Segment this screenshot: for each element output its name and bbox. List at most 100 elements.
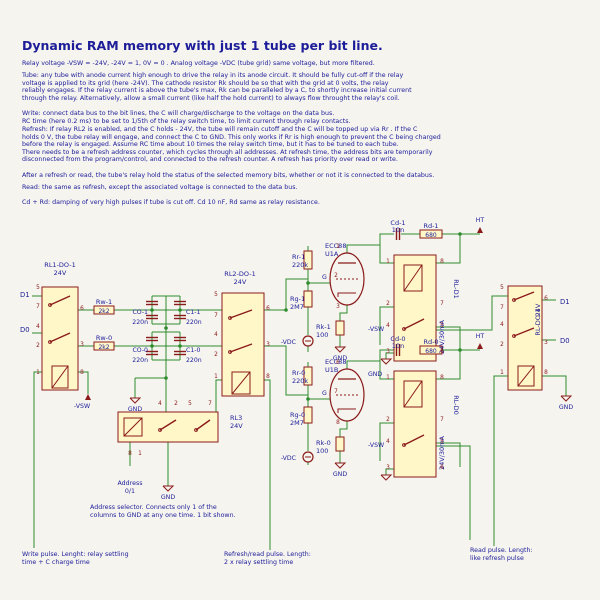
grid-label: G bbox=[322, 274, 327, 281]
relay-ref: RL-D1 bbox=[452, 279, 460, 299]
vsw-label: -VSW bbox=[74, 403, 90, 410]
component-ref: Rr-0 bbox=[292, 369, 305, 377]
grid-label: G bbox=[322, 390, 327, 397]
pin-number: 5 bbox=[440, 323, 444, 329]
pin-number: 7 bbox=[208, 401, 212, 407]
relay-value: 24V/30mA bbox=[438, 319, 446, 354]
pin-number: 8 bbox=[80, 370, 84, 376]
paragraph-line: through the relay. Alternatively, allow … bbox=[22, 94, 400, 102]
component-value: 100 bbox=[316, 447, 328, 455]
component-ref: C1-0 bbox=[186, 347, 200, 354]
paragraph-line: holds 0 V, the tube relay will engage, a… bbox=[22, 133, 441, 141]
component-value: 220k bbox=[292, 261, 308, 269]
tube-envelope bbox=[329, 252, 365, 306]
component-value: 100 bbox=[316, 331, 328, 339]
tube-cathode bbox=[337, 408, 356, 413]
relay-value: 24V bbox=[54, 269, 67, 277]
relay-contact bbox=[403, 318, 425, 330]
relay-value: 24V bbox=[230, 422, 243, 430]
pin-number: 1 bbox=[386, 375, 390, 381]
bus-label-d0: D0 bbox=[20, 326, 30, 334]
relay-ref: RL-DO-1 bbox=[534, 308, 542, 335]
component-value: 680 bbox=[425, 348, 437, 355]
paragraph-line: There needs to be a refresh address coun… bbox=[22, 148, 433, 156]
address-note: columns to GND at any one time. 1 bit sh… bbox=[90, 512, 236, 519]
pin-number: 7 bbox=[440, 417, 444, 423]
resistor bbox=[419, 345, 443, 355]
wire bbox=[264, 345, 308, 396]
pin-number: 6 bbox=[336, 360, 340, 366]
vdc-label: -VDC bbox=[281, 339, 296, 346]
read-note: Read pulse. Length: bbox=[470, 547, 533, 554]
wire bbox=[379, 233, 394, 245]
component-ref: Rg-0 bbox=[290, 411, 305, 419]
contact-pin bbox=[194, 428, 198, 432]
relay-ref: RL1-DO-1 bbox=[44, 261, 75, 269]
component-ref: Cd-0 bbox=[390, 335, 405, 343]
relay-coil bbox=[51, 365, 69, 389]
resistor bbox=[93, 305, 115, 315]
component-ref: CO-0 bbox=[132, 347, 148, 354]
wire bbox=[436, 442, 461, 467]
relay-coil-mark bbox=[517, 365, 535, 387]
ground-symbol bbox=[334, 462, 347, 469]
ground-symbol bbox=[560, 395, 573, 402]
pin-number: 8 bbox=[336, 420, 340, 426]
relay-coil bbox=[231, 371, 251, 395]
relay-contact bbox=[195, 419, 211, 431]
pin-number: 4 bbox=[214, 332, 218, 338]
refresh-note: Refresh/read pulse. Length: bbox=[224, 551, 311, 558]
junction-dot bbox=[306, 281, 310, 285]
pin-number: 6 bbox=[266, 306, 270, 312]
tube-cathode bbox=[337, 292, 356, 297]
wire bbox=[339, 421, 348, 437]
vsw-label: -VSW bbox=[368, 442, 384, 449]
ground-symbol bbox=[129, 397, 142, 404]
relay-contact bbox=[229, 309, 253, 319]
component-value: 220n bbox=[132, 319, 148, 326]
contact-pin bbox=[228, 316, 232, 320]
pin-number: 3 bbox=[266, 342, 270, 348]
contact-pin bbox=[228, 350, 232, 354]
pin-number: 7 bbox=[36, 304, 40, 310]
component-value: 10n bbox=[392, 342, 404, 350]
paragraph-line: reliably engages. If the relay current i… bbox=[22, 87, 412, 95]
power-arrow bbox=[477, 227, 483, 233]
pin-number: 7 bbox=[214, 313, 218, 319]
write-note: time + C charge time bbox=[22, 559, 90, 566]
ground-symbol bbox=[380, 474, 393, 481]
address-label: 0/1 bbox=[125, 488, 135, 495]
pin-number: 1 bbox=[36, 370, 40, 376]
paragraph-line: Cd + Rd: damping of very high pulses if … bbox=[22, 199, 320, 206]
component-ref: CO-1 bbox=[132, 309, 148, 316]
wire bbox=[385, 468, 394, 475]
tube-ref: U1B bbox=[325, 366, 338, 374]
relay-coil bbox=[403, 380, 423, 408]
pin-number: 1 bbox=[336, 244, 340, 250]
component-ref: Rr-1 bbox=[292, 253, 305, 261]
component-value: 2M7 bbox=[290, 303, 304, 311]
pin-number: 7 bbox=[500, 305, 504, 311]
relay-coil bbox=[123, 417, 143, 437]
pin-number: 7 bbox=[334, 389, 338, 395]
component-ref: Rw-1 bbox=[96, 298, 112, 306]
paragraph: After a refresh or read, the tube's rela… bbox=[22, 172, 587, 180]
tube-value: ECC88 bbox=[325, 242, 346, 250]
paragraph-line: Refresh: If relay RL2 is enabled, and th… bbox=[22, 126, 418, 133]
component-ref: Rk-1 bbox=[316, 323, 331, 331]
component-value: 2k2 bbox=[98, 308, 109, 315]
relay-rl-d0 bbox=[393, 370, 437, 478]
paragraph-line: Read: the same as refresh, except the as… bbox=[22, 184, 298, 191]
pin-number: 8 bbox=[440, 375, 444, 381]
junction-dot bbox=[284, 308, 288, 312]
paragraph-line: disconnected from the program/control, a… bbox=[22, 156, 398, 164]
paragraph: Read: the same as refresh, except the as… bbox=[22, 184, 587, 192]
junction-dot bbox=[458, 232, 462, 236]
resistor bbox=[303, 250, 313, 270]
pin-number: 4 bbox=[500, 322, 504, 328]
wire bbox=[78, 371, 89, 394]
wire bbox=[264, 379, 271, 550]
component-ref: Rk-0 bbox=[316, 439, 331, 447]
relay-coil-mark bbox=[403, 380, 423, 408]
paragraph-line: voltage is applied to its grid (here -24… bbox=[22, 79, 389, 87]
